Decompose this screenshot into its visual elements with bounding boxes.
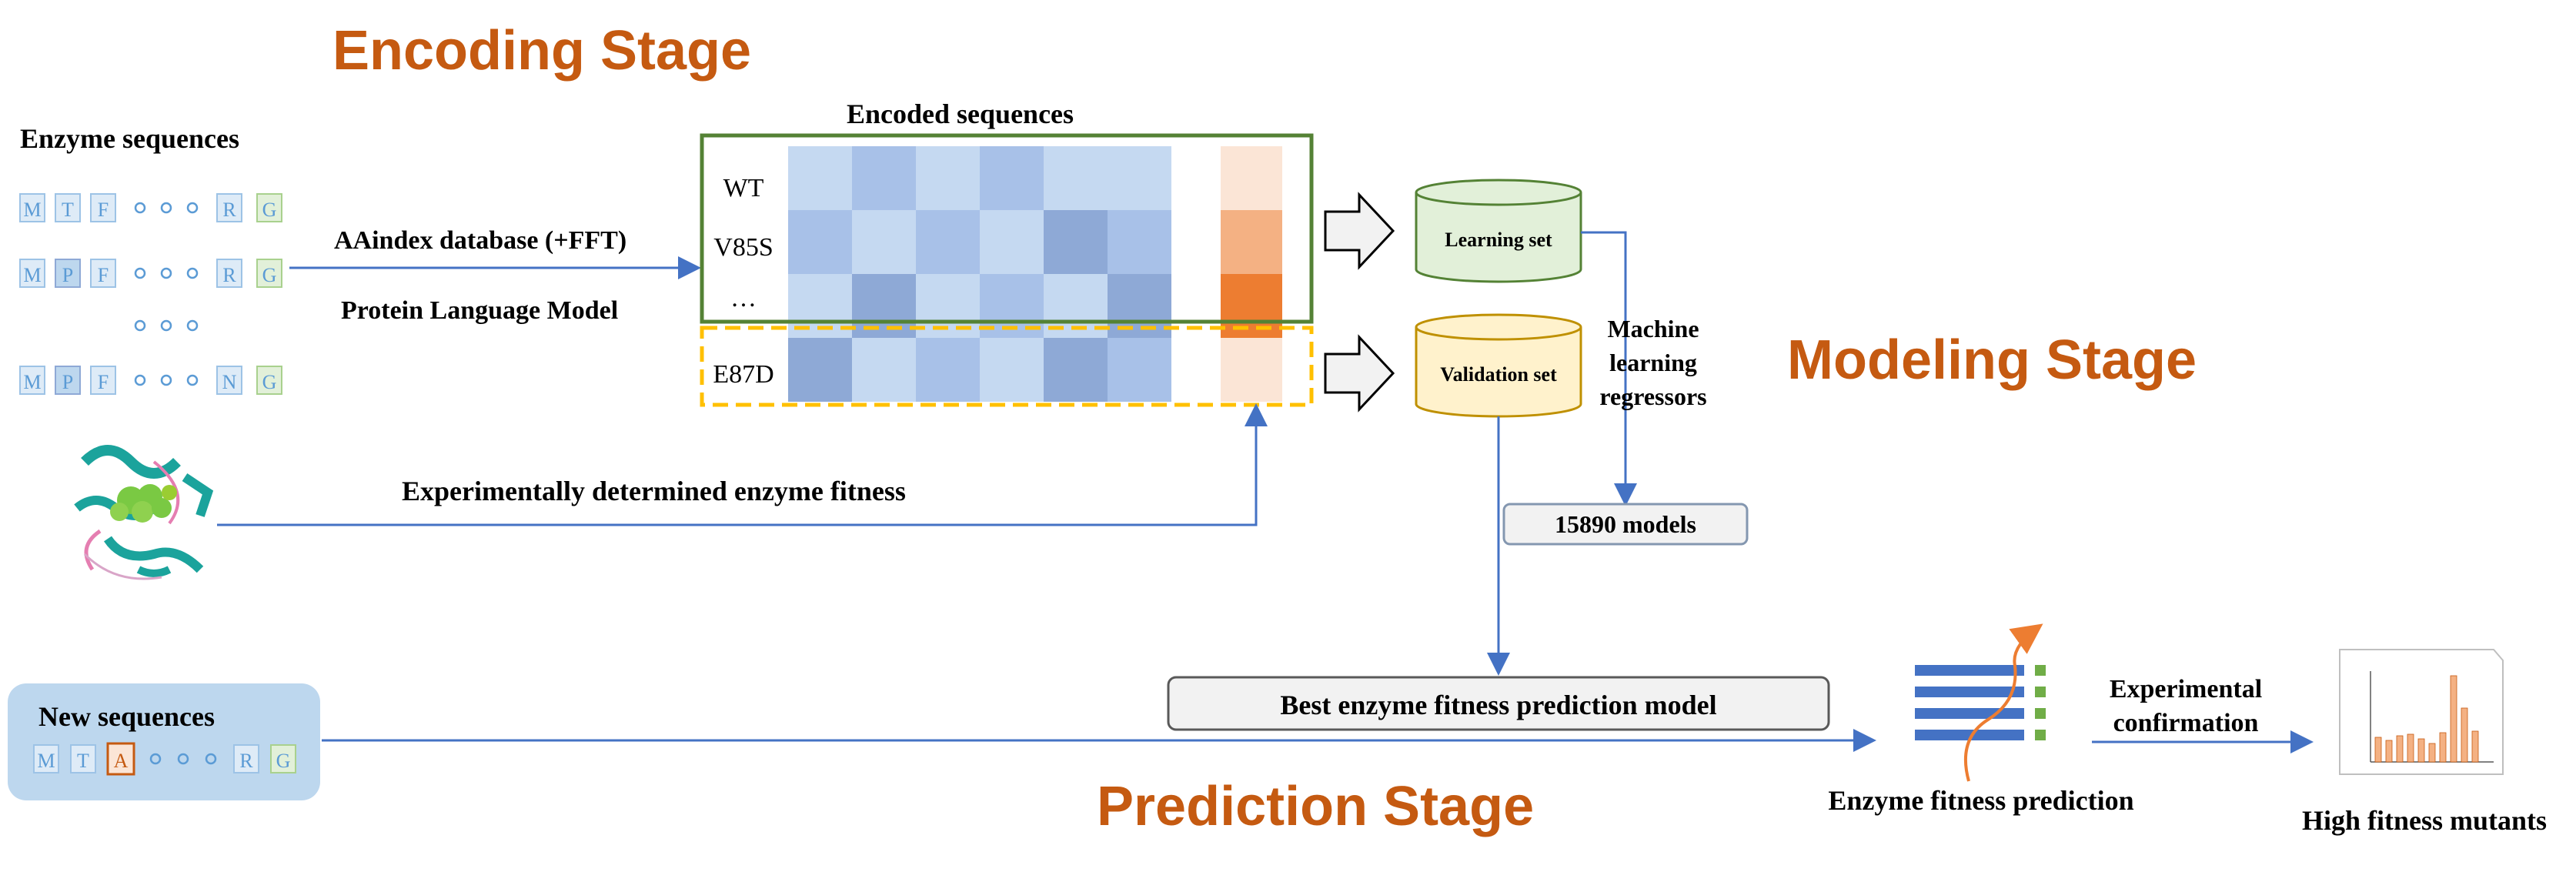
ellipsis-dot — [160, 267, 172, 279]
residue-1-2: T — [62, 199, 74, 221]
confirmation-line-1: Experimental — [2110, 675, 2262, 703]
high-fitness-label: High fitness mutants — [2302, 805, 2547, 836]
residue-2-3: F — [98, 264, 109, 286]
residue-3-3: F — [98, 371, 109, 393]
residue-3-4: N — [222, 371, 237, 393]
best-model-box — [1167, 676, 1830, 731]
residue-2-1: M — [23, 264, 41, 286]
row-label-v85s: V85S — [713, 233, 773, 262]
encoded-heatmap — [788, 146, 1171, 402]
prediction-stage-title: Prediction Stage — [1097, 776, 1534, 837]
residue-1-4: R — [222, 199, 236, 221]
sequence-row-1: M T F R G — [19, 193, 282, 222]
residue-2-5: G — [262, 264, 277, 286]
confirmation-line-2: confirmation — [2113, 709, 2259, 737]
ellipsis-dot — [186, 267, 199, 279]
sequence-ellipsis — [134, 319, 199, 332]
mini-bar-chart-icon — [2339, 649, 2504, 775]
fitness-prediction-label: Enzyme fitness prediction — [1828, 785, 2133, 816]
validation-set-cylinder — [1415, 313, 1582, 418]
ellipsis-dot — [205, 753, 217, 765]
validation-data-box — [700, 326, 1314, 407]
new-sequence-row: M T A R G — [33, 742, 296, 776]
new-residue-3: A — [114, 750, 129, 772]
fitness-column — [1221, 146, 1282, 402]
plm-label: Protein Language Model — [341, 296, 618, 325]
sequence-row-3: M P F N G — [19, 366, 282, 395]
regressors-line-3: regressors — [1599, 383, 1706, 410]
new-residue-5: G — [276, 750, 291, 772]
enzyme-sequences-title: Enzyme sequences — [20, 123, 239, 154]
row-label-ellipsis: … — [730, 284, 757, 312]
learning-to-models-arrow — [1581, 231, 1637, 506]
regressors-line-2: learning — [1609, 349, 1697, 376]
new-residue-2: T — [77, 750, 89, 772]
residue-1-3: F — [98, 199, 109, 221]
learning-set-label: Learning set — [1445, 229, 1552, 251]
ellipsis-dot — [160, 202, 172, 214]
residue-3-1: M — [23, 371, 41, 393]
ellipsis-dot — [134, 267, 146, 279]
sequence-row-2: M P F R G — [19, 259, 282, 288]
residue-2-4: R — [222, 264, 236, 286]
ellipsis-dot — [134, 202, 146, 214]
residue-1-5: G — [262, 199, 277, 221]
best-model-label: Best enzyme fitness prediction model — [1280, 690, 1716, 720]
models-count: 15890 models — [1555, 510, 1696, 538]
heatmap-title: Encoded sequences — [847, 99, 1074, 129]
new-residue-1: M — [37, 750, 55, 772]
residue-1-1: M — [23, 199, 41, 221]
ellipsis-dot — [186, 374, 199, 386]
row-label-wt: WT — [723, 174, 764, 202]
new-sequences-title: New sequences — [38, 701, 215, 732]
aaindex-label: AAindex database (+FFT) — [334, 226, 626, 255]
ellipsis-dot — [160, 374, 172, 386]
modeling-stage-title: Modeling Stage — [1787, 329, 2197, 391]
residue-2-2: P — [62, 264, 73, 286]
learning-data-box — [700, 133, 1314, 324]
learning-set-cylinder — [1415, 179, 1582, 283]
fitness-to-heatmap-arrow — [217, 403, 1268, 526]
regressors-line-1: Machine — [1607, 315, 1699, 342]
to-learning-arrow — [1324, 192, 1395, 270]
row-label-e87d: E87D — [713, 360, 773, 389]
encoding-stage-title: Encoding Stage — [332, 20, 751, 82]
to-validation-arrow — [1324, 334, 1395, 413]
ellipsis-dot — [186, 202, 199, 214]
fitness-label: Experimentally determined enzyme fitness — [402, 476, 906, 506]
ellipsis-dot — [177, 753, 189, 765]
ellipsis-dot — [149, 753, 162, 765]
ellipsis-dot — [134, 374, 146, 386]
models-box — [1502, 503, 1749, 546]
residue-3-2: P — [62, 371, 73, 393]
validation-set-label: Validation set — [1440, 363, 1557, 386]
new-residue-4: R — [239, 750, 253, 772]
protein-structure-icon — [74, 445, 214, 580]
residue-3-5: G — [262, 371, 277, 393]
prediction-bars-icon — [1915, 623, 2046, 782]
